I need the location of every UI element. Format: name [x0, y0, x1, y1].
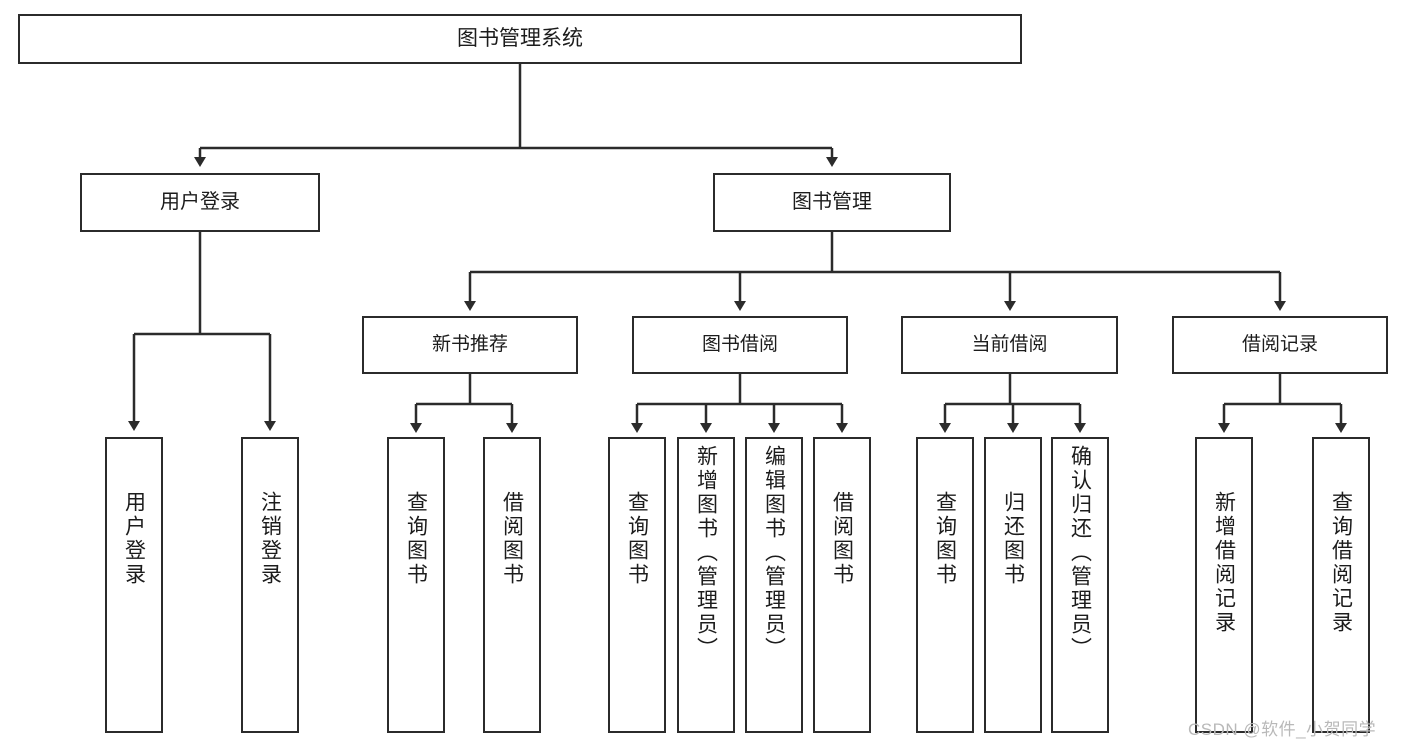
leaf-recommend-query-book[interactable]: 查询图书: [387, 437, 445, 733]
leaf-current-return-book-label: 归还图书: [1001, 491, 1025, 587]
leaf-current-confirm-return-admin-label: 确认归还（管理员）: [1068, 445, 1092, 661]
leaf-user-logout[interactable]: 注销登录: [241, 437, 299, 733]
node-current-borrow-label: 当前借阅: [971, 333, 1048, 355]
leaf-record-add-record[interactable]: 新增借阅记录: [1195, 437, 1253, 733]
node-root-system-label: 图书管理系统: [457, 26, 583, 50]
leaf-user-login[interactable]: 用户登录: [105, 437, 163, 733]
node-new-book-recommend[interactable]: 新书推荐: [362, 316, 578, 374]
node-root-system[interactable]: 图书管理系统: [18, 14, 1022, 64]
leaf-borrow-borrow-book-label: 借阅图书: [830, 491, 854, 587]
leaf-borrow-borrow-book[interactable]: 借阅图书: [813, 437, 871, 733]
node-book-management[interactable]: 图书管理: [713, 173, 951, 232]
leaf-recommend-query-book-label: 查询图书: [404, 491, 428, 587]
leaf-borrow-add-book-admin-label: 新增图书（管理员）: [694, 445, 718, 661]
watermark-text: CSDN @软件_小贺同学: [1188, 720, 1377, 739]
leaf-borrow-add-book-admin[interactable]: 新增图书（管理员）: [677, 437, 735, 733]
node-new-book-recommend-label: 新书推荐: [431, 333, 508, 355]
leaf-user-login-label: 用户登录: [122, 491, 146, 587]
leaf-record-query-record-label: 查询借阅记录: [1329, 491, 1353, 635]
leaf-current-return-book[interactable]: 归还图书: [984, 437, 1042, 733]
leaf-record-add-record-label: 新增借阅记录: [1212, 491, 1236, 635]
node-user-login-label: 用户登录: [160, 190, 240, 213]
node-user-login[interactable]: 用户登录: [80, 173, 320, 232]
leaf-user-logout-label: 注销登录: [258, 491, 282, 587]
leaf-recommend-borrow-book[interactable]: 借阅图书: [483, 437, 541, 733]
leaf-borrow-edit-book-admin-label: 编辑图书（管理员）: [762, 445, 786, 661]
leaf-current-query-book[interactable]: 查询图书: [916, 437, 974, 733]
leaf-current-query-book-label: 查询图书: [933, 491, 957, 587]
leaf-recommend-borrow-book-label: 借阅图书: [500, 491, 524, 587]
leaf-borrow-edit-book-admin[interactable]: 编辑图书（管理员）: [745, 437, 803, 733]
leaf-current-confirm-return-admin[interactable]: 确认归还（管理员）: [1051, 437, 1109, 733]
node-current-borrow[interactable]: 当前借阅: [901, 316, 1118, 374]
node-borrow-record-label: 借阅记录: [1241, 333, 1318, 355]
leaf-borrow-query-book-label: 查询图书: [625, 491, 649, 587]
leaf-borrow-query-book[interactable]: 查询图书: [608, 437, 666, 733]
node-borrow-record[interactable]: 借阅记录: [1172, 316, 1388, 374]
node-book-management-label: 图书管理: [792, 190, 872, 213]
node-book-borrow[interactable]: 图书借阅: [632, 316, 848, 374]
node-book-borrow-label: 图书借阅: [701, 333, 778, 355]
leaf-record-query-record[interactable]: 查询借阅记录: [1312, 437, 1370, 733]
